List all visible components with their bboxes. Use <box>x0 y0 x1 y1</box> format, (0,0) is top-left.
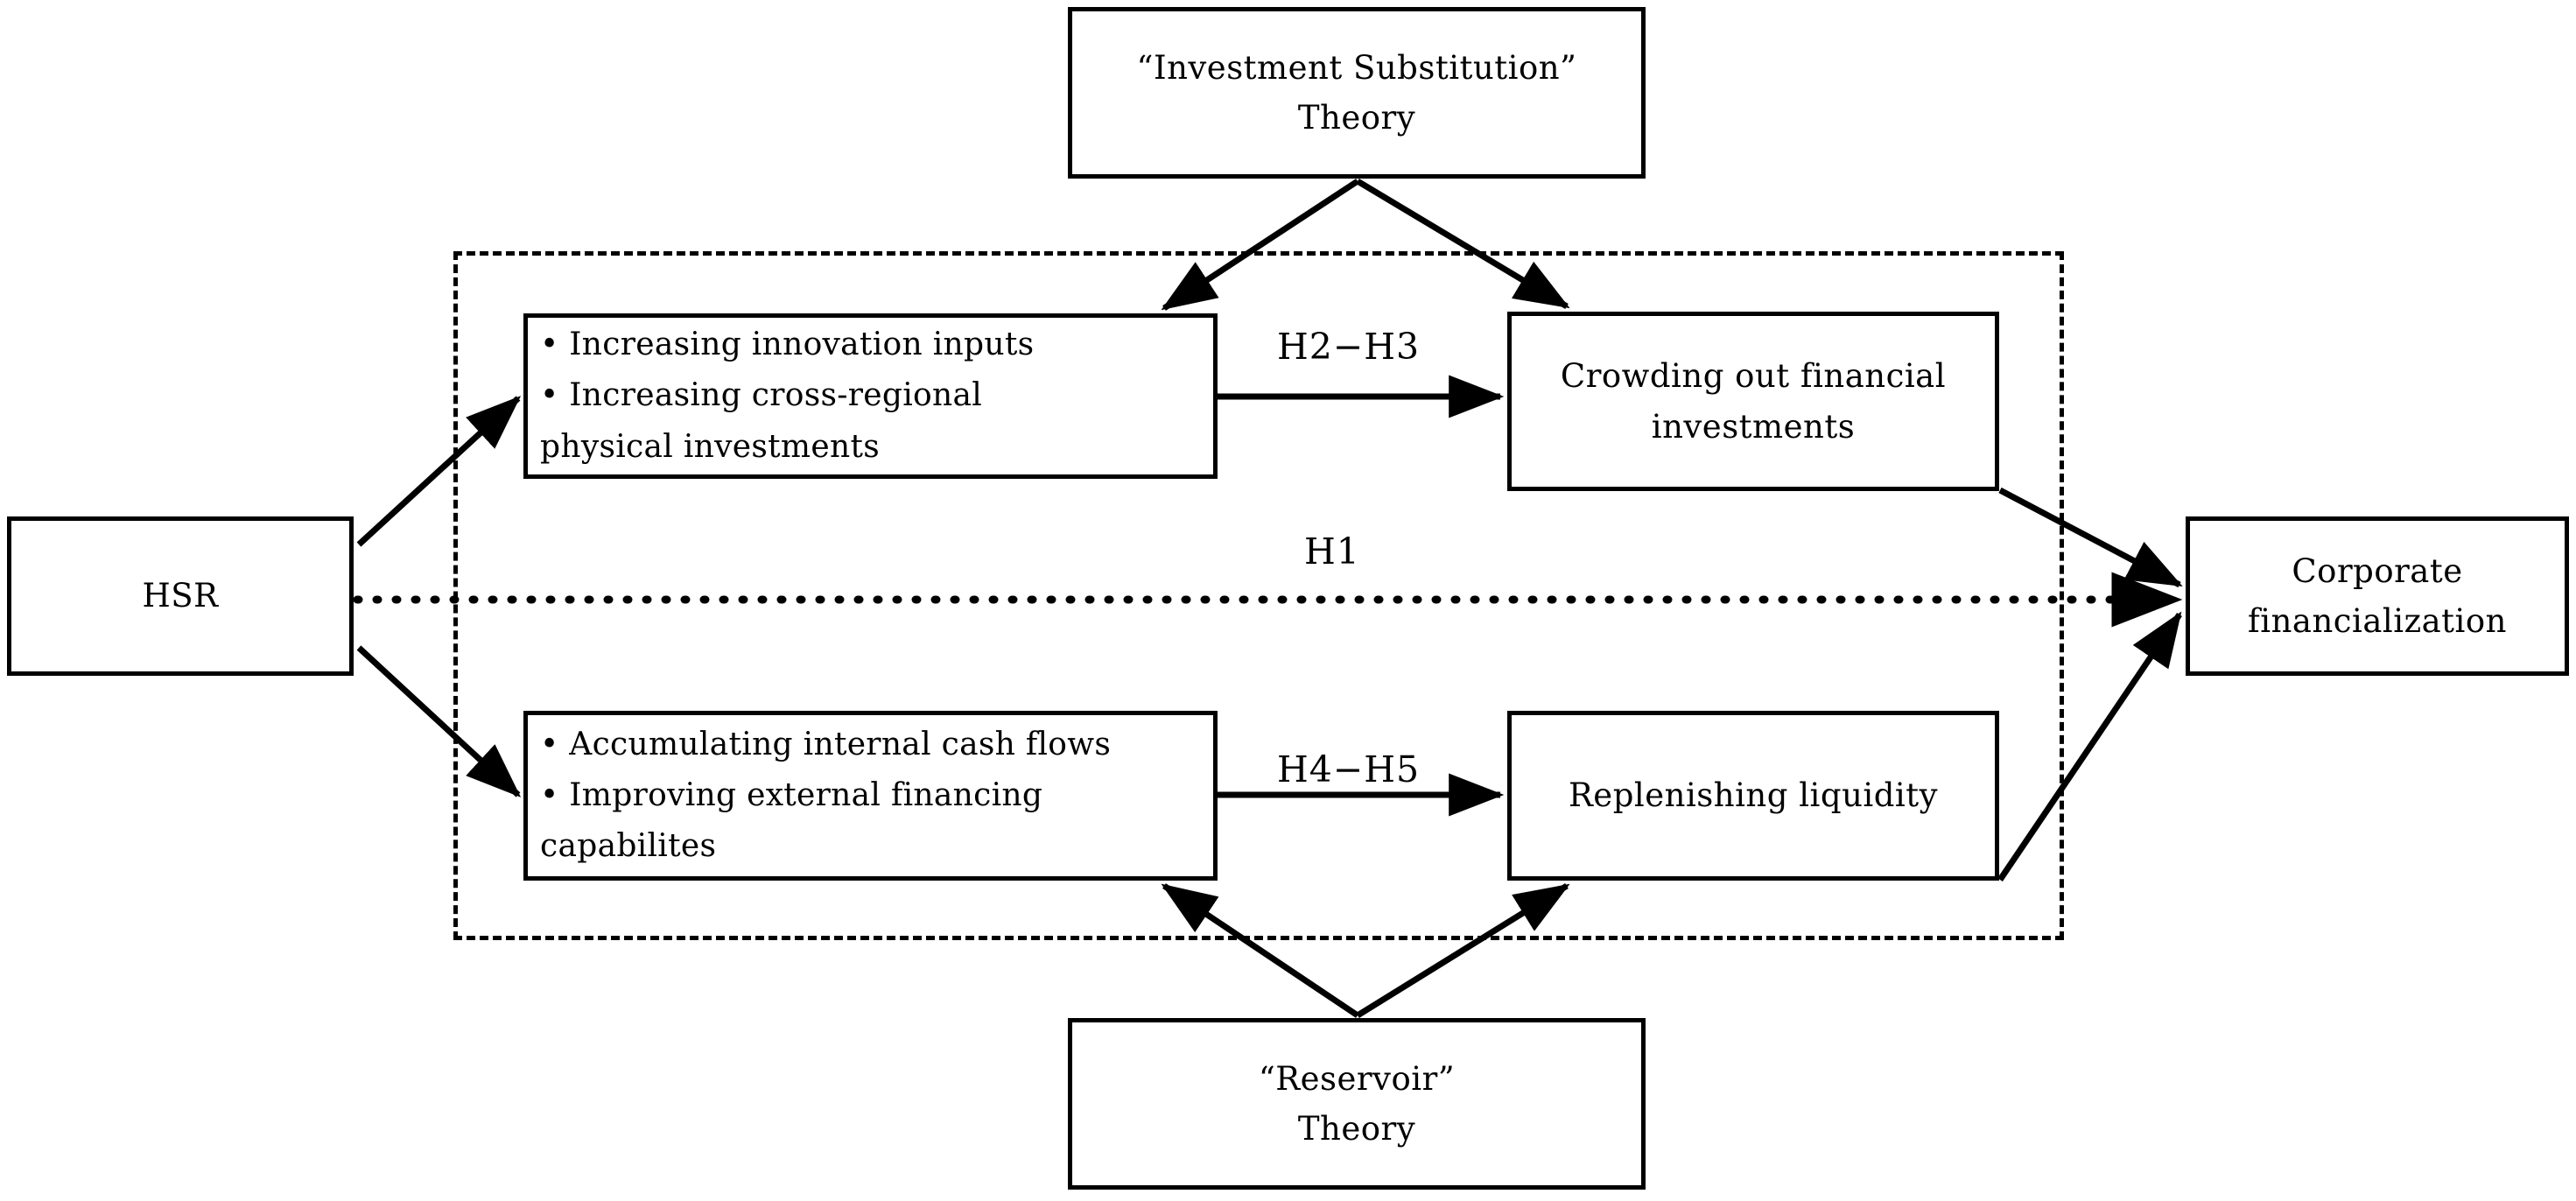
node-reservoir-theory[interactable]: “Reservoir” Theory <box>1068 1018 1646 1190</box>
edge-hsr-to-real-investment <box>356 396 522 547</box>
bullet-item: • Increasing cross-regional <box>540 377 983 414</box>
bullet-item: • Accumulating internal cash flows <box>540 726 1112 762</box>
edge-investment-theory-to-real-investment <box>1161 179 1359 311</box>
bullet-item-continuation: capabilites <box>540 828 717 865</box>
node-crowding-out-financial-investments[interactable]: Crowding out financial investments <box>1507 312 1999 491</box>
node-label: Corporate financialization <box>2248 551 2507 640</box>
node-investment-substitution-theory[interactable]: “Investment Substitution” Theory <box>1068 7 1646 179</box>
node-replenishing-liquidity[interactable]: Replenishing liquidity <box>1507 711 1999 881</box>
node-label: Crowding out financial investments <box>1560 357 1947 446</box>
node-financing-capacity-channel[interactable]: • Accumulating internal cash flows • Imp… <box>523 711 1218 881</box>
node-corporate-financialization[interactable]: Corporate financialization <box>2186 516 2569 676</box>
edge-label-h2-h3: H2−H3 <box>1277 326 1421 368</box>
edge-hsr-to-cash-flows <box>356 645 522 797</box>
node-label: HSR <box>142 577 219 615</box>
edge-label-h4-h5: H4−H5 <box>1277 748 1421 790</box>
edge-label-h1: H1 <box>1304 530 1360 572</box>
edge-crowding-to-financialization <box>1998 487 2183 588</box>
node-real-investment-channel[interactable]: • Increasing innovation inputs • Increas… <box>523 313 1218 479</box>
node-label: “Reservoir” Theory <box>1258 1059 1456 1148</box>
bullet-item: • Increasing innovation inputs <box>540 327 1035 363</box>
bullet-item-continuation: physical investments <box>540 428 880 465</box>
node-label: “Investment Substitution” Theory <box>1136 48 1577 137</box>
node-hsr[interactable]: HSR <box>7 516 354 676</box>
node-bullet-list: • Increasing innovation inputs • Increas… <box>528 320 1213 473</box>
bullet-item: • Improving external financing <box>540 776 1043 813</box>
edge-reservoir-theory-to-cash-flows <box>1161 883 1359 1018</box>
edge-replenishing-to-financialization <box>1997 611 2182 881</box>
edge-investment-theory-to-crowding-out <box>1356 178 1570 310</box>
node-bullet-list: • Accumulating internal cash flows • Imp… <box>528 720 1213 873</box>
node-label: Replenishing liquidity <box>1568 776 1939 815</box>
edge-reservoir-theory-to-replenishing <box>1356 883 1570 1018</box>
